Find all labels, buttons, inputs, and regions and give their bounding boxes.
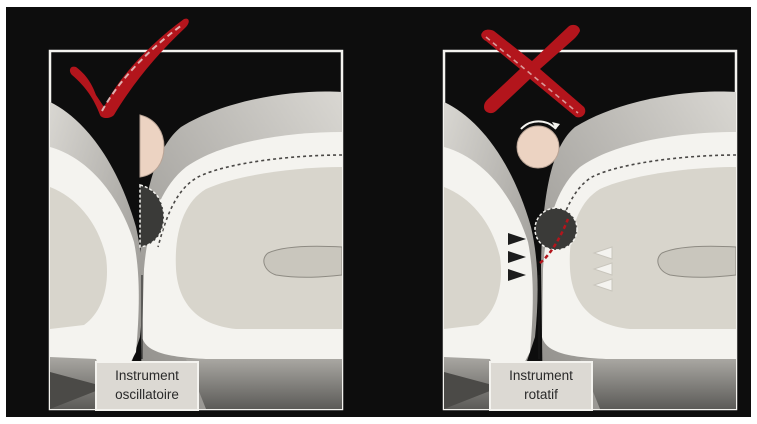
caption-line2: oscillatoire [115,387,179,402]
caption-line1: Instrument [115,368,179,383]
caption-oscillating: Instrument oscillatoire [96,362,198,410]
caption-line1: Instrument [509,368,573,383]
caption-line2: rotatif [524,387,558,402]
caption-rotary: Instrument rotatif [490,362,592,410]
comparison-diagram: Instrument oscillatoire [6,7,751,417]
panel-rotary: Instrument rotatif [444,25,736,410]
figure-frame: Instrument oscillatoire [6,7,751,417]
panel-oscillating: Instrument oscillatoire [50,19,342,410]
damage-arrows-right [594,247,612,291]
rotary-disc-shadow [535,208,577,250]
rotary-disc-icon [517,126,559,168]
